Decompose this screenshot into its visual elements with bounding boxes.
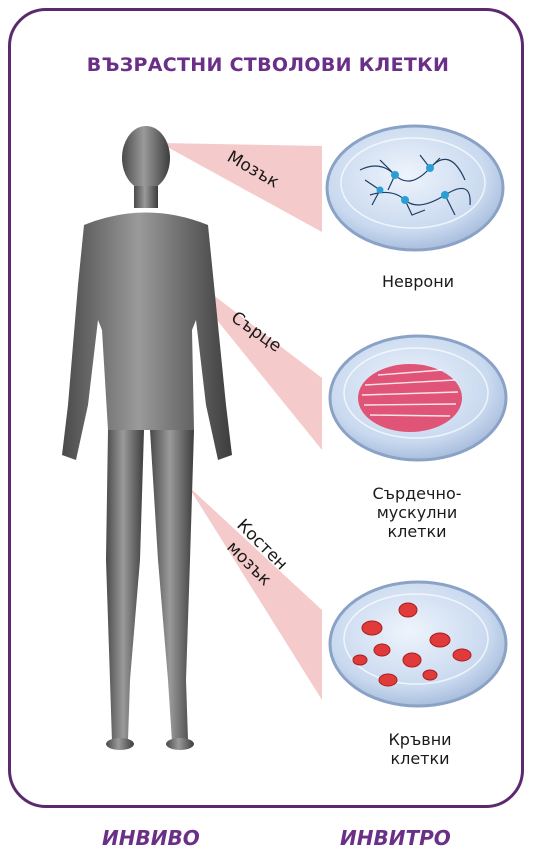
neuron-cell bbox=[441, 191, 449, 199]
neuron-cell bbox=[426, 164, 434, 172]
caption-neurons: Неврони bbox=[348, 272, 488, 291]
petri-dish-cardiomyocytes bbox=[330, 336, 506, 460]
caption-cardio-1: Сърдечно- bbox=[342, 484, 492, 503]
caption-blood-2: клетки bbox=[350, 749, 490, 768]
petri-dish-blood-cells bbox=[330, 582, 506, 706]
muscle-cell-cluster bbox=[358, 364, 462, 432]
blood-cell bbox=[403, 653, 421, 667]
neuron-cell bbox=[391, 171, 399, 179]
blood-cell bbox=[379, 674, 397, 686]
caption-blood-1: Кръвни bbox=[350, 730, 490, 749]
blood-cell bbox=[374, 644, 390, 656]
human-body bbox=[62, 126, 232, 750]
caption-cardio-3: клетки bbox=[342, 522, 492, 541]
blood-cell bbox=[430, 633, 450, 647]
caption-cardio-2: мускулни bbox=[342, 503, 492, 522]
blood-cell bbox=[423, 670, 437, 680]
neuron-cell bbox=[377, 187, 384, 194]
label-in-vivo: ИНВИВО bbox=[102, 826, 200, 850]
blood-cell bbox=[399, 603, 417, 617]
blood-cell bbox=[353, 655, 367, 665]
blood-cell bbox=[453, 649, 471, 661]
petri-dish-neurons bbox=[327, 126, 503, 250]
blood-cell bbox=[362, 621, 382, 635]
bone-marrow-beam bbox=[188, 486, 322, 700]
label-in-vitro: ИНВИТРО bbox=[340, 826, 451, 850]
neuron-cell bbox=[401, 196, 409, 204]
